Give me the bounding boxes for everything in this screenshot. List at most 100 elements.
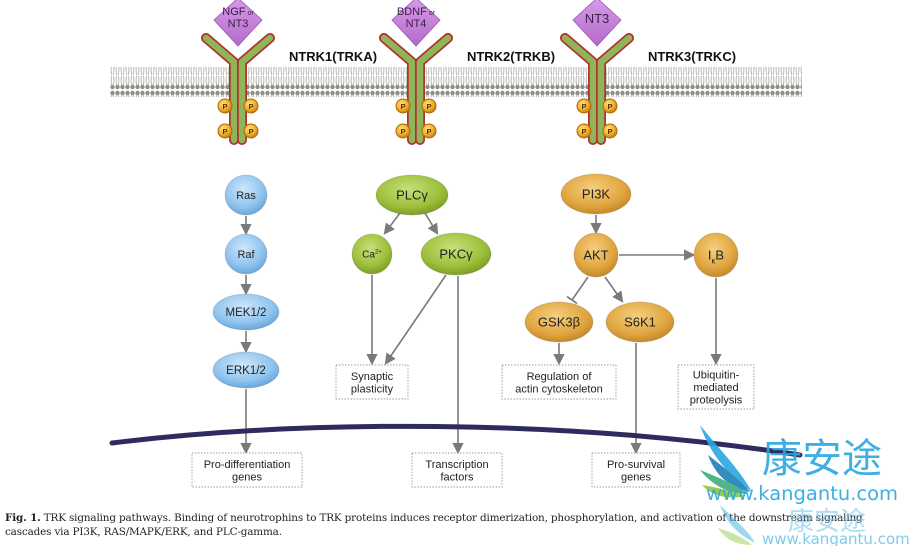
receptor-chain <box>416 34 452 144</box>
phosphate-icon <box>421 123 437 139</box>
arrow-pkc-synaptic <box>384 274 447 365</box>
node-ikb: IκB <box>693 232 739 278</box>
node-raf-text: Raf <box>237 249 255 261</box>
outcome-pro-survival-line: genes <box>621 471 651 483</box>
outcome-pro-differentiation-border <box>191 452 303 488</box>
outcome-pro-differentiation-line: genes <box>232 471 262 483</box>
node-erk-shape <box>212 351 280 389</box>
node-calcium-sup: 2+ <box>375 250 382 256</box>
receptor-name: NTRK3(TRKC) <box>648 49 736 64</box>
phosphate-icon <box>217 98 233 114</box>
phosphate-icon <box>602 123 618 139</box>
phosphate-label: P <box>400 102 405 111</box>
outcome-ubiquitin-proteolysis-line: Ubiquitin- <box>693 370 740 382</box>
phosphate-label: P <box>426 102 431 111</box>
node-mek-label: MEK1/2 <box>226 307 267 319</box>
node-erk-label: ERK1/2 <box>226 365 266 377</box>
node-s6k1-text: S6K1 <box>624 315 656 330</box>
node-mek-shape <box>212 293 280 331</box>
node-ikb-sub: κ <box>712 257 716 266</box>
outcome-synaptic-plasticity-line: plasticity <box>351 383 394 395</box>
outcome-actin-cytoskeleton-line: actin cytoskeleton <box>515 383 602 395</box>
phosphate-icon <box>243 98 259 114</box>
phosphate-label: P <box>607 127 612 136</box>
node-akt: AKT <box>573 232 619 278</box>
node-raf: Raf <box>224 233 268 275</box>
ligand-label: NT3 <box>228 18 249 30</box>
phosphate-icon <box>395 98 411 114</box>
phosphate-label: P <box>426 127 431 136</box>
ligand-or: or <box>429 10 436 17</box>
node-s6k1: S6K1 <box>605 301 675 343</box>
node-pi3k: PI3K <box>560 173 632 215</box>
node-calcium-shape <box>351 233 393 275</box>
outcome-ubiquitin-proteolysis-border <box>677 364 755 410</box>
node-pi3k-label: PI3K <box>582 187 611 202</box>
outcome-actin-cytoskeleton-line: Regulation of <box>527 371 593 383</box>
inhibit-akt-gsk3b-bar <box>566 295 578 305</box>
phosphate-label: P <box>248 102 253 111</box>
node-mek: MEK1/2 <box>212 293 280 331</box>
ligand-diamond <box>213 0 263 47</box>
node-pi3k-text: PI3K <box>582 187 611 202</box>
receptor-name: NTRK2(TRKB) <box>467 49 555 64</box>
arrow-plc-pkc <box>424 212 439 235</box>
node-gsk3b-shape <box>524 301 594 343</box>
outcome-synaptic-plasticity-border <box>335 364 409 400</box>
phosphate-label: P <box>222 127 227 136</box>
node-raf-label: Raf <box>237 249 255 261</box>
phosphate-icon <box>576 123 592 139</box>
ligand-diamond <box>391 0 441 47</box>
node-calcium: Ca2+ <box>351 233 393 275</box>
caption-text: TRK signaling pathways. Binding of neuro… <box>5 512 863 538</box>
node-pkc-gamma-text: PKCγ <box>439 247 473 262</box>
node-pkc-gamma-shape <box>420 232 492 276</box>
inhibit-akt-gsk3b <box>571 276 589 301</box>
ligand-label: NT3 <box>585 11 610 26</box>
node-ikb-text: I <box>708 248 712 263</box>
phosphate-label: P <box>400 127 405 136</box>
node-raf-shape <box>224 233 268 275</box>
arrow-plc-ca <box>383 212 401 235</box>
node-ras: Ras <box>224 174 268 216</box>
cell-membrane <box>110 67 802 97</box>
ligand-diamond <box>572 0 622 47</box>
node-pkc-gamma-label: PKCγ <box>439 247 473 262</box>
receptor-chain <box>561 34 597 144</box>
ligand-label: NT4 <box>406 18 427 30</box>
phosphate-icon <box>243 123 259 139</box>
node-akt-text: AKT <box>583 248 608 263</box>
phosphate-icon <box>421 98 437 114</box>
node-akt-label: AKT <box>583 248 608 263</box>
outcome-pro-survival-line: Pro-survival <box>607 459 665 471</box>
phosphate-icon <box>576 98 592 114</box>
node-calcium-text: Ca <box>362 250 375 261</box>
node-ikb-shape <box>693 232 739 278</box>
caption-label: Fig. 1. <box>5 512 41 524</box>
outcome-synaptic-plasticity-line: Synaptic <box>351 371 394 383</box>
node-ras-label: Ras <box>236 190 256 202</box>
node-s6k1-shape <box>605 301 675 343</box>
receptor-chain <box>380 34 416 144</box>
phosphate-label: P <box>581 102 586 111</box>
node-pi3k-shape <box>560 173 632 215</box>
node-erk: ERK1/2 <box>212 351 280 389</box>
receptor-chain <box>238 34 274 144</box>
node-akt-shape <box>573 232 619 278</box>
nuclear-envelope <box>109 423 803 458</box>
outcome-ubiquitin-proteolysis-line: proteolysis <box>690 395 743 407</box>
outcome-pro-differentiation-line: Pro-differentiation <box>204 459 291 471</box>
figure-caption: Fig. 1. TRK signaling pathways. Binding … <box>5 511 910 539</box>
phosphate-label: P <box>248 127 253 136</box>
